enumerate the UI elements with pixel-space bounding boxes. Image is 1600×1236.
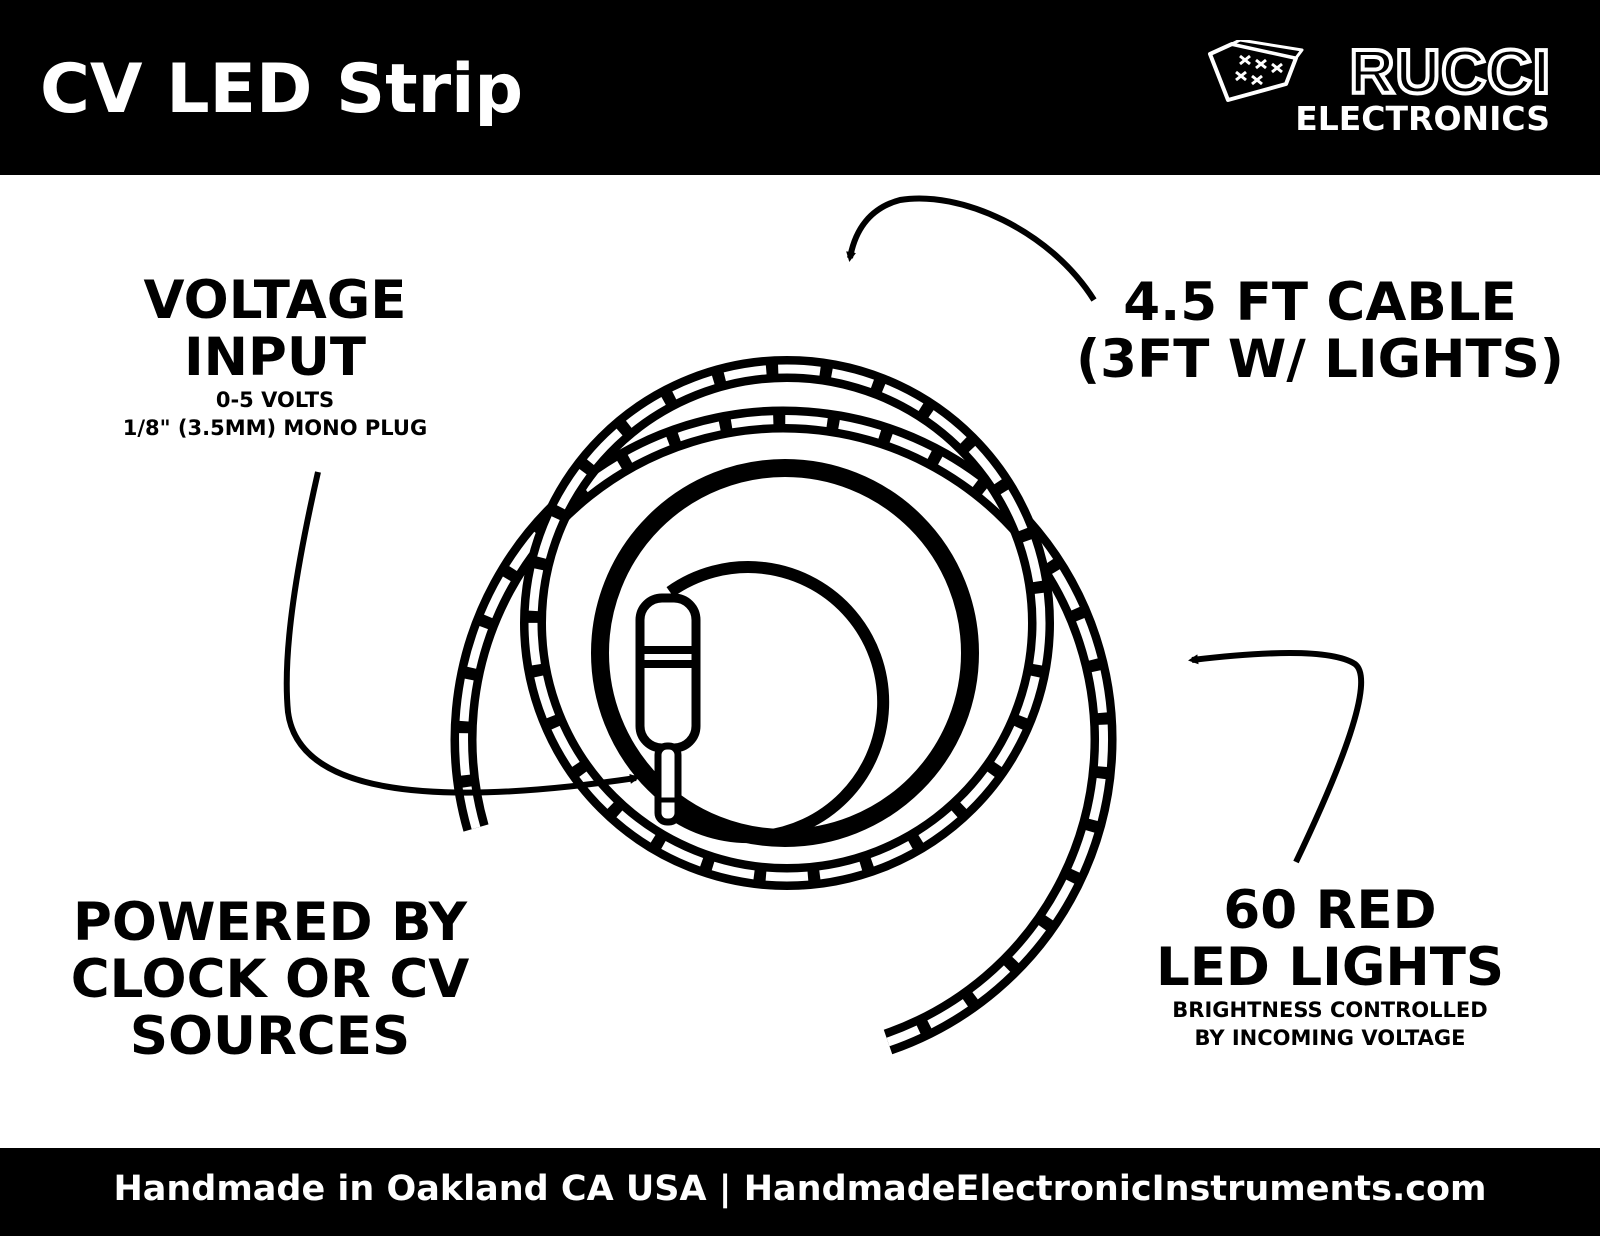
voltage-input-line2: INPUT: [183, 327, 367, 388]
voltage-input-label: VOLTAGE INPUT 0-5 VOLTS 1/8" (3.5MM) MON…: [100, 272, 450, 442]
cable-arrow-icon: [846, 195, 1097, 302]
cable-length-line1: 4.5 FT CABLE: [1123, 272, 1517, 333]
powered-by-line1: POWERED BY: [73, 892, 467, 953]
led-lights-arrow-icon: [1188, 650, 1365, 864]
voltage-input-line1: VOLTAGE: [143, 270, 407, 331]
led-strip-outer-leds: [459, 415, 1109, 1047]
led-lights-line1: 60 RED: [1223, 880, 1437, 941]
page-title: CV LED Strip: [40, 50, 524, 129]
cable-coil-inner: [658, 561, 890, 844]
led-lights-label: 60 RED LED LIGHTS BRIGHTNESS CONTROLLED …: [1110, 882, 1550, 1052]
voltage-input-detail2: 1/8" (3.5MM) MONO PLUG: [122, 416, 428, 440]
cable-length-label: 4.5 FT CABLE (3FT W/ LIGHTS): [1060, 274, 1580, 388]
logo-subtitle: ELECTRONICS: [1295, 99, 1550, 138]
powered-by-line3: SOURCES: [129, 1006, 411, 1067]
mono-plug-icon: [635, 593, 701, 826]
brand-logo: RUCCI ELECTRONICS: [1206, 40, 1556, 145]
voltage-input-detail1: 0-5 VOLTS: [215, 388, 335, 412]
footer-text: Handmade in Oakland CA USA | HandmadeEle…: [113, 1169, 1487, 1209]
header-bar: CV LED Strip RUCCI ELECTRONICS: [0, 0, 1600, 175]
led-lights-line2: LED LIGHTS: [1155, 937, 1505, 998]
powered-by-label: POWERED BY CLOCK OR CV SOURCES: [40, 894, 500, 1065]
circuit-board-logo-icon: [1208, 40, 1304, 102]
cable-length-line2: (3FT W/ LIGHTS): [1075, 329, 1565, 390]
footer-bar: Handmade in Oakland CA USA | HandmadeEle…: [0, 1148, 1600, 1236]
led-strip-middle-leds: [528, 364, 1046, 882]
logo-wordmark: RUCCI: [1348, 38, 1552, 107]
led-lights-detail1: BRIGHTNESS CONTROLLED: [1172, 998, 1488, 1022]
voltage-input-arrow-icon: [283, 471, 640, 796]
led-lights-detail2: BY INCOMING VOLTAGE: [1194, 1026, 1466, 1050]
powered-by-line2: CLOCK OR CV: [70, 949, 470, 1010]
